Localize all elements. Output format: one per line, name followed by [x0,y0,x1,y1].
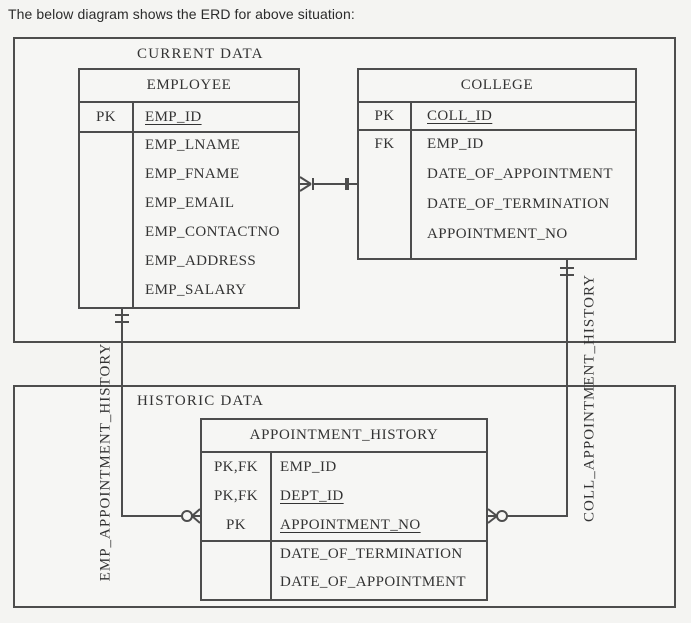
attribute: EMP_CONTACTNO [145,224,280,240]
row-divider [80,131,298,133]
key-label-pk: PK [226,517,246,533]
attribute: EMP_LNAME [145,137,241,153]
attribute: EMP_ID [427,135,484,152]
entity-college: COLLEGE PK FK COLL_ID EMP_ID DATE_OF_APP… [357,68,637,260]
attribute: EMP_ADDRESS [145,253,257,269]
entity-college-title: COLLEGE [359,70,635,103]
entity-appointment-history-title: APPOINTMENT_HISTORY [202,420,486,453]
entity-appointment-history: APPOINTMENT_HISTORY PK,FK PK,FK PK EMP_I… [200,418,488,601]
attribute-emp-id: EMP_ID [145,108,202,125]
group-current-data-label: CURRENT DATA [137,46,264,62]
key-label-pk: PK [374,107,395,124]
key-label-pkfk: PK,FK [213,488,259,504]
attribute: DATE_OF_TERMINATION [280,545,463,562]
entity-employee-title: EMPLOYEE [80,70,298,103]
entity-employee: EMPLOYEE PK EMP_ID EMP_LNAME EMP_FNAME E… [78,68,300,309]
attribute: EMP_SALARY [145,282,247,298]
attribute: EMP_FNAME [145,166,240,182]
group-historic-data-label: HISTORIC DATA [137,393,265,409]
attribute: DATE_OF_APPOINTMENT [427,165,613,182]
page-caption: The below diagram shows the ERD for abov… [8,6,355,22]
relationship-label-emp-appointment-history: EMP_APPOINTMENT_HISTORY [97,342,114,582]
key-label-fk: FK [374,135,395,152]
row-divider [202,540,486,542]
attribute: DATE_OF_APPOINTMENT [280,573,466,590]
attribute-coll-id: COLL_ID [427,107,493,124]
attribute-appointment-no: APPOINTMENT_NO [280,517,421,533]
attribute-emp-id: EMP_ID [280,459,337,475]
relationship-label-coll-appointment-history: COLL_APPOINTMENT_HISTORY [581,274,598,522]
attribute: EMP_EMAIL [145,195,235,211]
row-divider [359,129,635,131]
attribute: DATE_OF_TERMINATION [427,195,610,212]
attribute: APPOINTMENT_NO [427,225,568,242]
attribute-dept-id: DEPT_ID [280,488,344,504]
key-label-pkfk: PK,FK [213,459,259,475]
key-label-pk: PK [96,108,116,125]
